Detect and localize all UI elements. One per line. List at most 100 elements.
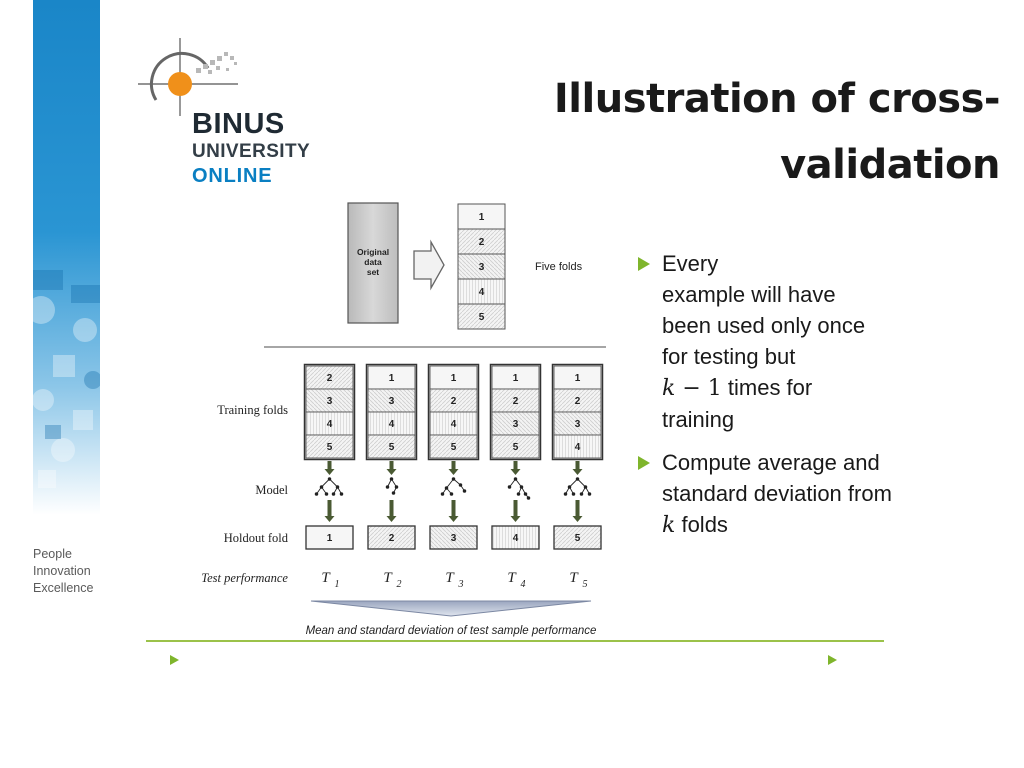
training-fold-label: 1 [513,373,519,384]
bullet-arrow-icon [638,257,650,271]
original-data-set-box [347,202,399,324]
bullet-text: for testing but [662,344,796,369]
logo-binus-text: BINUS [192,108,285,140]
slide-title-line: validation [780,142,1000,188]
tagline-line: Innovation [33,564,91,578]
training-fold-label: 1 [389,373,395,384]
test-performance-subscript: 2 [397,579,402,590]
holdout-fold-cell [491,525,540,550]
five-folds-label: Five folds [535,261,583,273]
training-fold-label: 2 [575,396,581,407]
training-fold-label: 5 [513,442,519,453]
training-fold-label: 1 [451,373,457,384]
training-fold-label: 2 [451,396,457,407]
split-arrow-icon [413,239,445,291]
tagline: People Innovation Excellence [33,546,93,597]
training-fold-label: 4 [451,419,457,430]
down-arrow-icon [386,461,397,475]
tree-icon [314,477,344,496]
fold-cell-label: 1 [479,212,485,223]
test-performance-subscript: 1 [335,579,340,590]
holdout-fold-label: 5 [575,533,581,544]
bullet-item: Every example will have been used only o… [638,248,958,435]
training-fold-cell [305,434,354,459]
training-fold-cell [367,434,416,459]
test-performance-subscript: 3 [458,579,464,590]
test-performance-subscript: 4 [521,579,526,590]
test-performance-label: T [569,570,579,586]
fold-cell-label: 3 [479,262,485,273]
holdout-fold-cell [429,525,478,550]
logo-mark-icon [138,38,238,116]
math-minus-one: − 1 [675,376,722,401]
down-arrow-icon [448,461,459,475]
original-data-label: data [364,257,382,267]
row-label-model: Model [255,483,288,497]
holdout-fold-cell [367,525,416,550]
training-fold-label: 3 [327,396,333,407]
down-arrow-icon [324,500,335,522]
training-fold-label: 5 [389,442,395,453]
bullet-text: k − 1 times for [662,372,958,404]
holdout-fold-cell [553,525,602,550]
tree-icon [507,477,531,500]
bullet-text: Compute average and [662,450,880,475]
tagline-line: People [33,547,72,561]
footer-arrow-icon [828,655,837,665]
tree-icon [385,477,399,495]
original-data-label: set [367,267,379,277]
down-arrow-icon [324,461,335,475]
test-performance-label: T [383,570,393,586]
training-fold-label: 3 [389,396,395,407]
tagline-line: Excellence [33,581,94,595]
training-fold-label: 2 [513,396,519,407]
logo-university-text: UNIVERSITY [192,141,311,162]
test-performance-label: T [507,570,517,586]
training-fold-label: 1 [575,373,581,384]
footer-arrow-icon [170,655,179,665]
cross-validation-diagram: Original data set 1 2 3 4 5 Five folds Train… [201,202,606,637]
bullet-text: k folds [662,509,958,541]
training-stack [365,363,418,461]
math-k: k [662,513,676,538]
original-data-label: Original [357,247,389,257]
training-stack [303,363,356,461]
training-fold-label: 2 [327,373,333,384]
bullet-text-suffix: folds [675,512,728,537]
row-label-test: Test performance [201,571,288,585]
slide-title-line: Illustration of cross- [553,76,1001,122]
left-decorative-strip [33,0,100,515]
holdout-fold-label: 3 [451,533,457,544]
test-performance-label: T [321,570,331,586]
down-arrow-icon [510,461,521,475]
footer-rule [146,640,884,642]
fold-cell-label: 5 [479,312,485,323]
fold-cell [457,278,506,305]
down-arrow-icon [572,461,583,475]
training-fold-label: 4 [575,442,581,453]
tree-icon [563,477,592,496]
bullet-text: been used only once [662,313,866,338]
fold-cell [457,303,506,330]
training-fold-label: 5 [451,442,457,453]
training-fold-label: 4 [327,419,333,430]
down-arrow-icon [386,500,397,522]
aggregate-arrow-icon [310,600,592,617]
holdout-fold-label: 1 [327,533,333,544]
down-arrow-icon [572,500,583,522]
bullet-text: standard deviation from [662,481,892,506]
test-performance-subscript: 5 [583,579,588,590]
training-fold-cell [553,434,602,459]
fold-cell [457,253,506,280]
bullet-arrow-icon [638,456,650,470]
holdout-fold-label: 2 [389,533,395,544]
logo-online-text: ONLINE [192,165,273,187]
holdout-fold-cell [305,525,354,550]
bullet-text: Every [662,251,719,276]
row-label-training: Training folds [217,403,288,417]
training-fold-label: 3 [513,419,519,430]
bullet-text: training [662,407,735,432]
training-stack [489,363,542,461]
test-performance-label: T [445,570,455,586]
